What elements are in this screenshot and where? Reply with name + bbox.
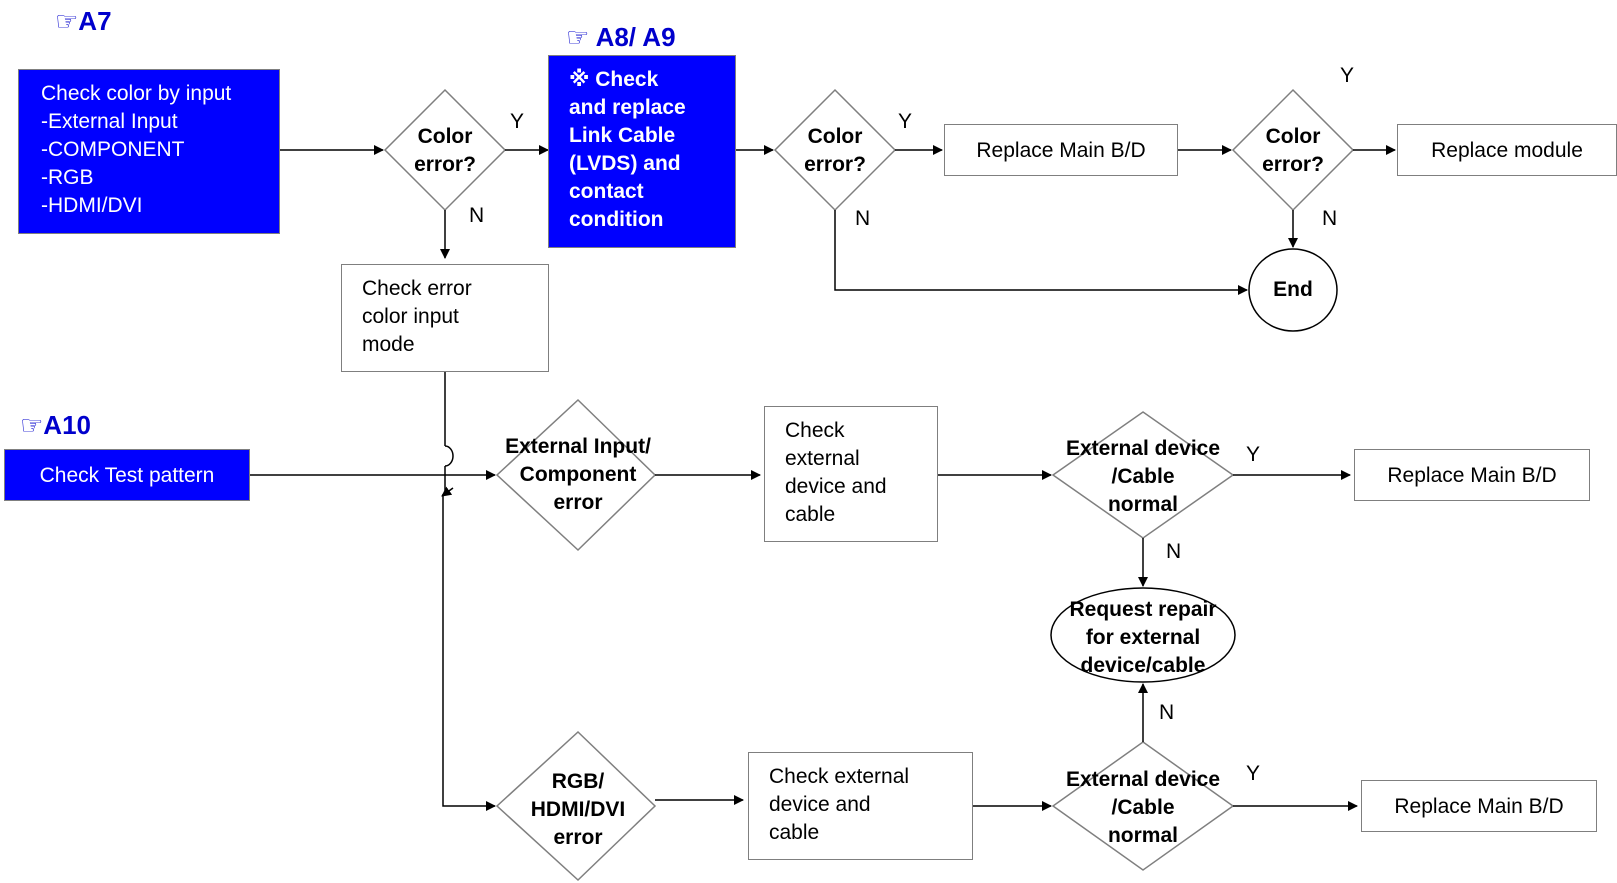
box-line: cable [785,503,836,526]
replace-module-box: Replace module [1397,124,1617,176]
box-line: -HDMI/DVI [41,194,143,217]
ref-a10: ☞A10 [20,410,92,440]
box-line: color input [362,305,459,328]
edge-label-n: N [1322,207,1338,230]
edge-label-n: N [1159,701,1175,724]
end-oval [1248,248,1338,332]
box-line: cable [769,821,820,844]
request-repair-oval [1050,587,1236,683]
check-error-color-mode-box: Check error color input mode [341,264,549,372]
box-line: Check error [362,277,472,300]
edge-label-n: N [855,207,871,230]
check-ext-device-cable-box-1: Check external device and cable [764,406,938,542]
box-line: contact [569,180,644,203]
diamond-rgb-error [495,730,657,882]
edge-label-y: Y [1246,762,1261,785]
box-line: device and [785,475,887,498]
replace-main-bd-box-3: Replace Main B/D [1361,780,1597,832]
ext-device-cable-normal-2-label: External device /Cable normal [1065,768,1221,847]
box-line: -RGB [41,166,94,189]
replace-main-bd-box-1: Replace Main B/D [944,124,1178,176]
replace-main-bd-box-2: Replace Main B/D [1354,449,1590,501]
replace-main-bd-label-3: Replace Main B/D [1394,795,1564,818]
box-line: Link Cable [569,124,676,147]
box-line: Check [785,419,845,442]
ext-input-component-error-label: External Input/ Component error [505,435,651,514]
color-error-3-label: Color error? [1262,125,1324,176]
replace-main-bd-label-1: Replace Main B/D [976,139,1146,162]
color-error-1-label: Color error? [414,125,476,176]
box-line: device and [769,793,871,816]
diamond-ext-input-error [495,398,657,552]
color-error-2-label: Color error? [804,125,866,176]
check-ext-device-cable-box-2: Check external device and cable [748,752,973,860]
box-line: -COMPONENT [41,138,185,161]
box-line: external [785,447,860,470]
edge-label-n: N [1166,540,1182,563]
edge-label-y: Y [1246,443,1261,466]
check-test-pattern-box: Check Test pattern [4,449,250,501]
edge-label-y: Y [898,110,913,133]
edge-label-y: Y [510,110,525,133]
replace-module-label: Replace module [1431,139,1583,162]
ref-a7: ☞A7 [55,6,112,36]
edge-label-y: Y [1340,64,1355,87]
box-line: Check external [769,765,910,788]
check-test-pattern-label: Check Test pattern [39,464,215,487]
box-line: ※ Check [569,68,659,91]
check-color-by-input-box: Check color by input -External Input -CO… [18,69,280,234]
check-replace-link-cable-box: ※ Check and replace Link Cable (LVDS) an… [548,55,736,248]
box-line: -External Input [41,110,178,133]
box-line: Check color by input [41,82,232,105]
box-line: condition [569,208,664,231]
request-repair-label: Request repair for external device/cable [1069,598,1217,677]
diamond-ext-normal-2 [1051,741,1235,871]
replace-main-bd-label-2: Replace Main B/D [1387,464,1557,487]
edge-label-n: N [469,204,485,227]
ref-a8-a9: ☞ A8/ A9 [566,22,676,52]
box-line: mode [362,333,415,356]
rgb-hdmi-dvi-error-label: RGB/ HDMI/DVI error [530,770,626,849]
box-line: and replace [569,96,686,119]
ext-device-cable-normal-1-label: External device /Cable normal [1065,437,1221,516]
end-label: End [1273,278,1313,301]
box-line: (LVDS) and [569,152,681,175]
